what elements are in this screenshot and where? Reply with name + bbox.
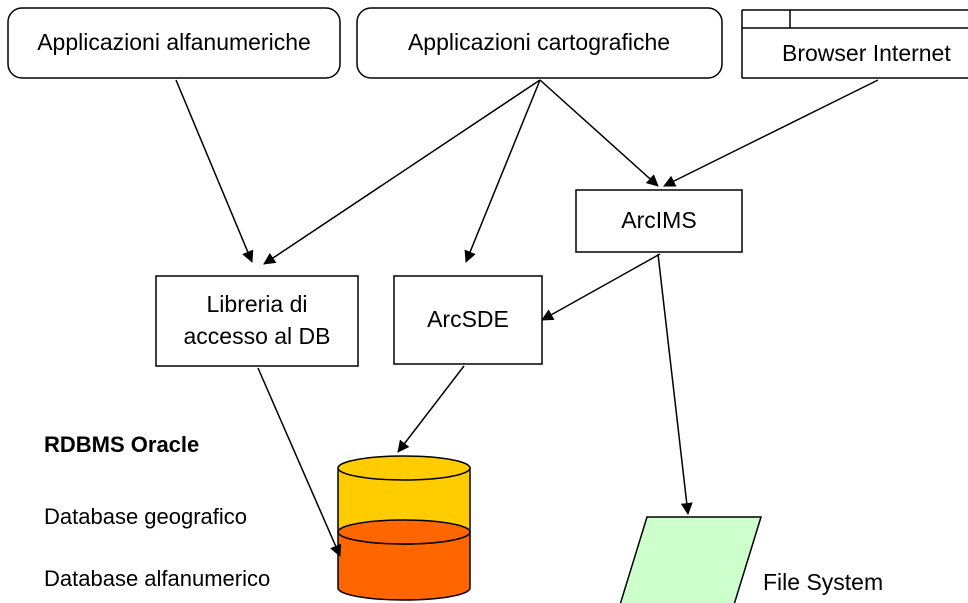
- libreria-label-line1: Libreria di: [207, 291, 308, 317]
- libreria-node: Libreria di accesso al DB: [155, 275, 359, 367]
- arrow-libreria-to-database: [257, 367, 342, 557]
- arrow-arcsde-to-database: [397, 365, 465, 453]
- arrow-arcims-to-arcsde: [541, 253, 661, 321]
- database-cylinder-icon: [337, 455, 471, 601]
- rdbms-oracle-title: RDBMS Oracle: [44, 432, 199, 457]
- arrow-browser-to-arcims: [663, 79, 879, 187]
- app-cartografiche-label: Applicazioni cartografiche: [408, 29, 670, 55]
- arcsde-label: ArcSDE: [427, 306, 509, 332]
- arrow-carto-to-arcims: [539, 79, 659, 187]
- arrow-carto-to-arcsde: [464, 79, 541, 263]
- arcsde-node: ArcSDE: [393, 275, 543, 365]
- app-alfanumeriche-label: Applicazioni alfanumeriche: [37, 29, 311, 55]
- database-alfanumerico-label: Database alfanumerico: [44, 566, 270, 591]
- arrow-carto-to-libreria: [263, 79, 541, 265]
- arrow-arcims-to-filesystem: [657, 253, 693, 515]
- browser-internet-node: Browser Internet: [741, 9, 968, 79]
- libreria-label-line2: accesso al DB: [183, 323, 330, 349]
- connectors: [175, 79, 879, 557]
- browser-internet-label: Browser Internet: [782, 40, 951, 66]
- arcims-label: ArcIMS: [621, 207, 696, 233]
- app-cartografiche-node: Applicazioni cartografiche: [356, 7, 723, 79]
- filesystem-node: [619, 516, 763, 603]
- arrow-alfa-to-libreria: [175, 79, 254, 263]
- app-alfanumeriche-node: Applicazioni alfanumeriche: [7, 7, 341, 79]
- filesystem-label: File System: [763, 569, 883, 595]
- arcims-node: ArcIMS: [575, 189, 743, 253]
- database-geografico-label: Database geografico: [44, 504, 247, 529]
